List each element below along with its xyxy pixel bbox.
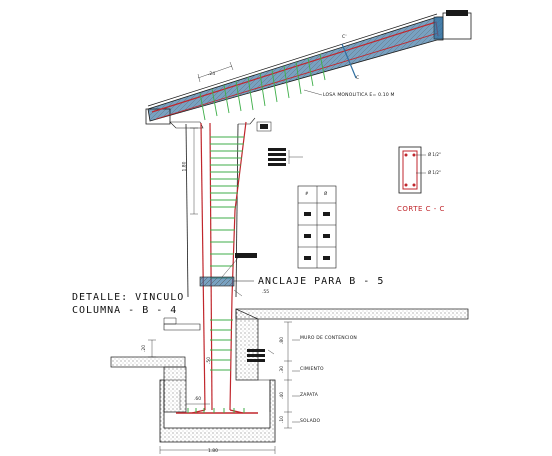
wall-label: MURO DE CONTENCION (300, 336, 358, 341)
column-height-dimension (190, 127, 198, 215)
footing-label: ZAPATA (300, 393, 318, 398)
ridge-block (442, 12, 472, 40)
rebar-table (297, 185, 337, 269)
cut-mark-bottom: C (356, 76, 360, 81)
wall-rebar-symbol (247, 349, 275, 362)
cut-mark-top: C' (342, 35, 347, 40)
wall-body (235, 308, 259, 381)
pit-left-wall (163, 366, 187, 413)
column-rebar-legend (268, 148, 303, 166)
slab-bottom-rebar (155, 32, 439, 120)
cut-line (341, 43, 357, 79)
slab-width-dimension (197, 61, 234, 83)
slab-top-rebar (151, 21, 439, 113)
roof-slab (145, 10, 472, 125)
dim-column-height: 1.80 (182, 161, 188, 172)
dim-bottom-span: .60 (194, 397, 202, 402)
slab-stirrups (199, 53, 326, 121)
dim-slab-width: .24 (208, 72, 216, 77)
ground-left (110, 356, 186, 368)
dim-wall-height: .80 (280, 336, 286, 345)
foundation-label: CIMIENTO (300, 367, 324, 372)
ground-right (235, 308, 469, 320)
section-rebar-bottom: Ø 1/2" (428, 170, 441, 175)
column-right-rebar (209, 122, 213, 411)
column-right-bent-rebar (229, 121, 247, 411)
column (169, 117, 272, 414)
retaining-wall (110, 308, 469, 454)
blinding-label: SOLADO (300, 419, 321, 424)
dim-total-width: 1.80 (208, 449, 219, 454)
section-stirrup (402, 150, 418, 190)
dim-sol-height: .10 (280, 415, 286, 424)
column-left-rebar (200, 122, 206, 411)
section-rebar-top: Ø 1/2" (428, 152, 441, 157)
slab-label: LOSA MONOLITICA E= 0.10 M (323, 93, 395, 98)
dim-cim-height: .30 (280, 365, 286, 374)
wall-dimensions (284, 321, 300, 429)
table-header-diameter: Ø (324, 191, 328, 196)
detail-title-line1: DETALLE: VINCULO (72, 292, 185, 303)
total-width-dimension (159, 446, 276, 454)
section-title: CORTE C - C (397, 205, 445, 213)
anchorage-label: ANCLAJE PARA B - 5 (258, 276, 385, 287)
dim-inner-width: .55 (262, 290, 270, 295)
dim-zap-height: .40 (280, 391, 286, 400)
dim-footing-height: .50 (207, 356, 213, 365)
dim-left-step: .20 (142, 344, 148, 353)
section-c-c (398, 146, 426, 194)
detail-title-line2: COLUMNA - B - 4 (72, 305, 178, 316)
anchorage-detail (199, 253, 257, 297)
section-outline (398, 146, 422, 194)
left-ledge (163, 323, 201, 331)
table-header-number: # (305, 191, 309, 196)
